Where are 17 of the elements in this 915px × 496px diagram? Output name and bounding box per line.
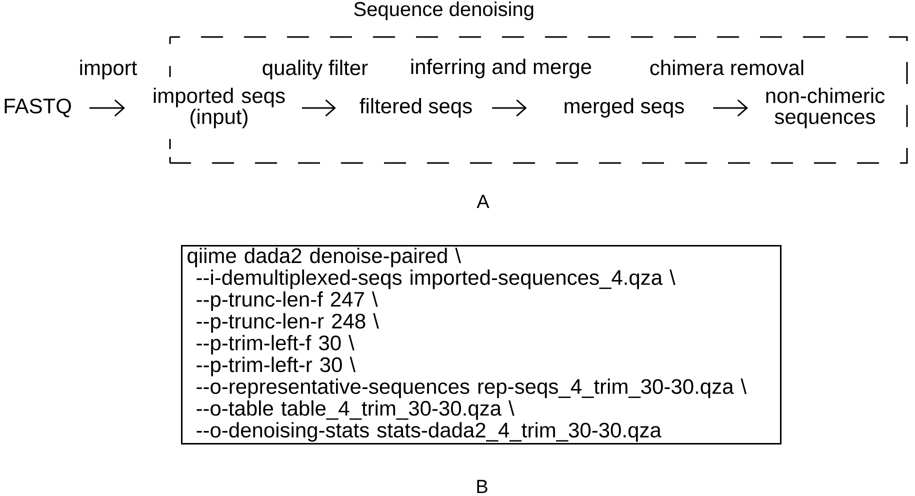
code-box: qiime dada2 denoise-paired \ --i-demultiplexed-seqs imported-sequences_4.qza \ --p-trunc-len-f 247 \ --p-trunc-len-r 248 \ --p-trim-left-f 30 \ --p-trim-left-r 30 \ --o-representative-sequences rep-seqs_4_trim_30-30.qza \ --o-table table_4_trim_30-30.qza \ --o-denoising-stats stats-dada2_4_trim_30-30.qza: [181, 245, 782, 444]
panel-label: B: [477, 480, 488, 493]
panel-label: A: [476, 194, 490, 208]
edge-label: chimera removal: [648, 58, 806, 77]
arrow: [302, 99, 336, 117]
edge-label: import: [78, 58, 139, 81]
node-text: imported seqs (input): [154, 88, 285, 128]
edge-label: inferring and merge: [408, 57, 594, 80]
node-text: filtered seqs: [360, 98, 472, 118]
node-text: merged seqs: [564, 98, 684, 118]
arrow: [492, 99, 527, 117]
arrow: [89, 99, 125, 117]
node-text: FASTQ: [4, 98, 71, 118]
node-text: non-chimeric sequences: [766, 88, 885, 128]
heading: Sequence denoising: [354, 2, 534, 20]
arrow: [713, 99, 748, 117]
edge-label: quality filter: [260, 58, 370, 81]
